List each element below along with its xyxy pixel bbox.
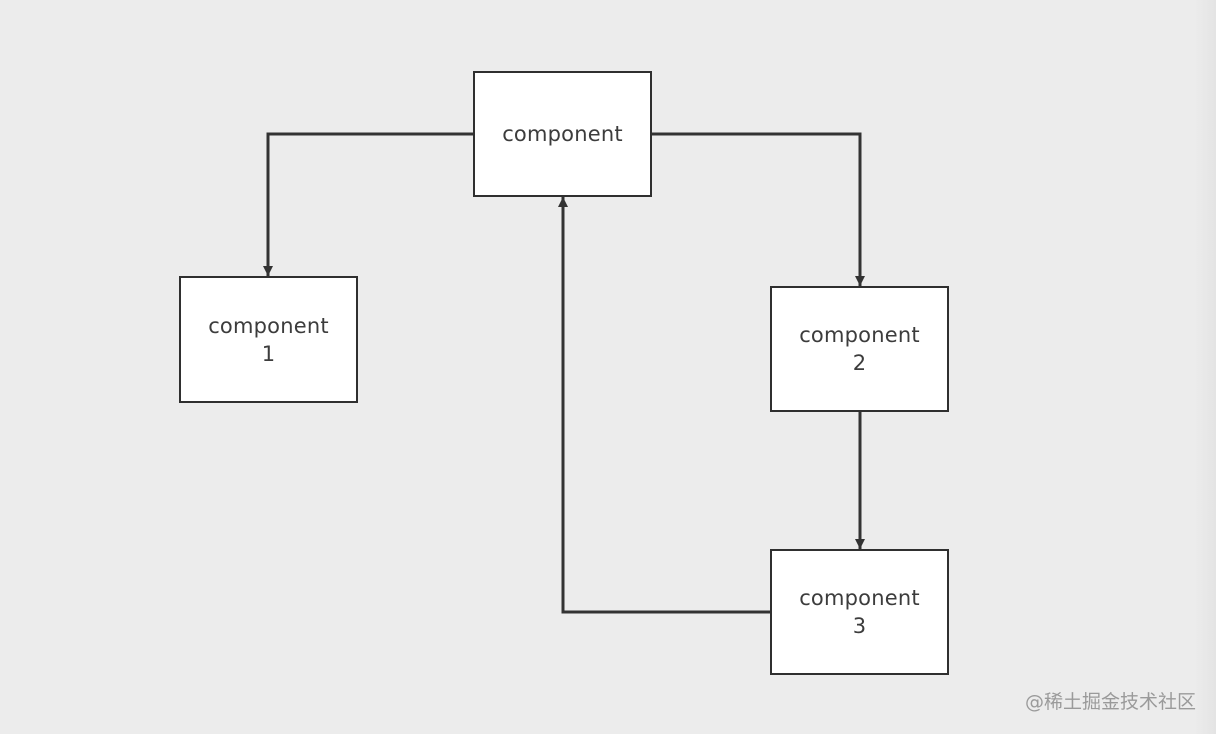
component-3-box: component 3	[770, 549, 949, 675]
component-3-number: 3	[852, 614, 867, 638]
component-1-label: component	[208, 313, 329, 338]
component-root-box: component	[473, 71, 652, 197]
component-3-label: component	[799, 586, 920, 610]
component-2-label: component	[799, 323, 920, 347]
watermark: @稀土掘金技术社区	[1024, 691, 1196, 713]
right-edge-shade	[1194, 0, 1216, 734]
arrow-root-c1	[263, 132, 473, 276]
component-2-box: component 2	[770, 286, 949, 412]
component-2-number: 2	[852, 351, 867, 375]
arrow-c3-root	[558, 197, 770, 614]
component-1-number: 1	[261, 341, 276, 366]
arrow-root-c2	[652, 132, 865, 286]
component-root-label: component	[502, 122, 623, 146]
component-1-box: component 1	[179, 276, 358, 403]
